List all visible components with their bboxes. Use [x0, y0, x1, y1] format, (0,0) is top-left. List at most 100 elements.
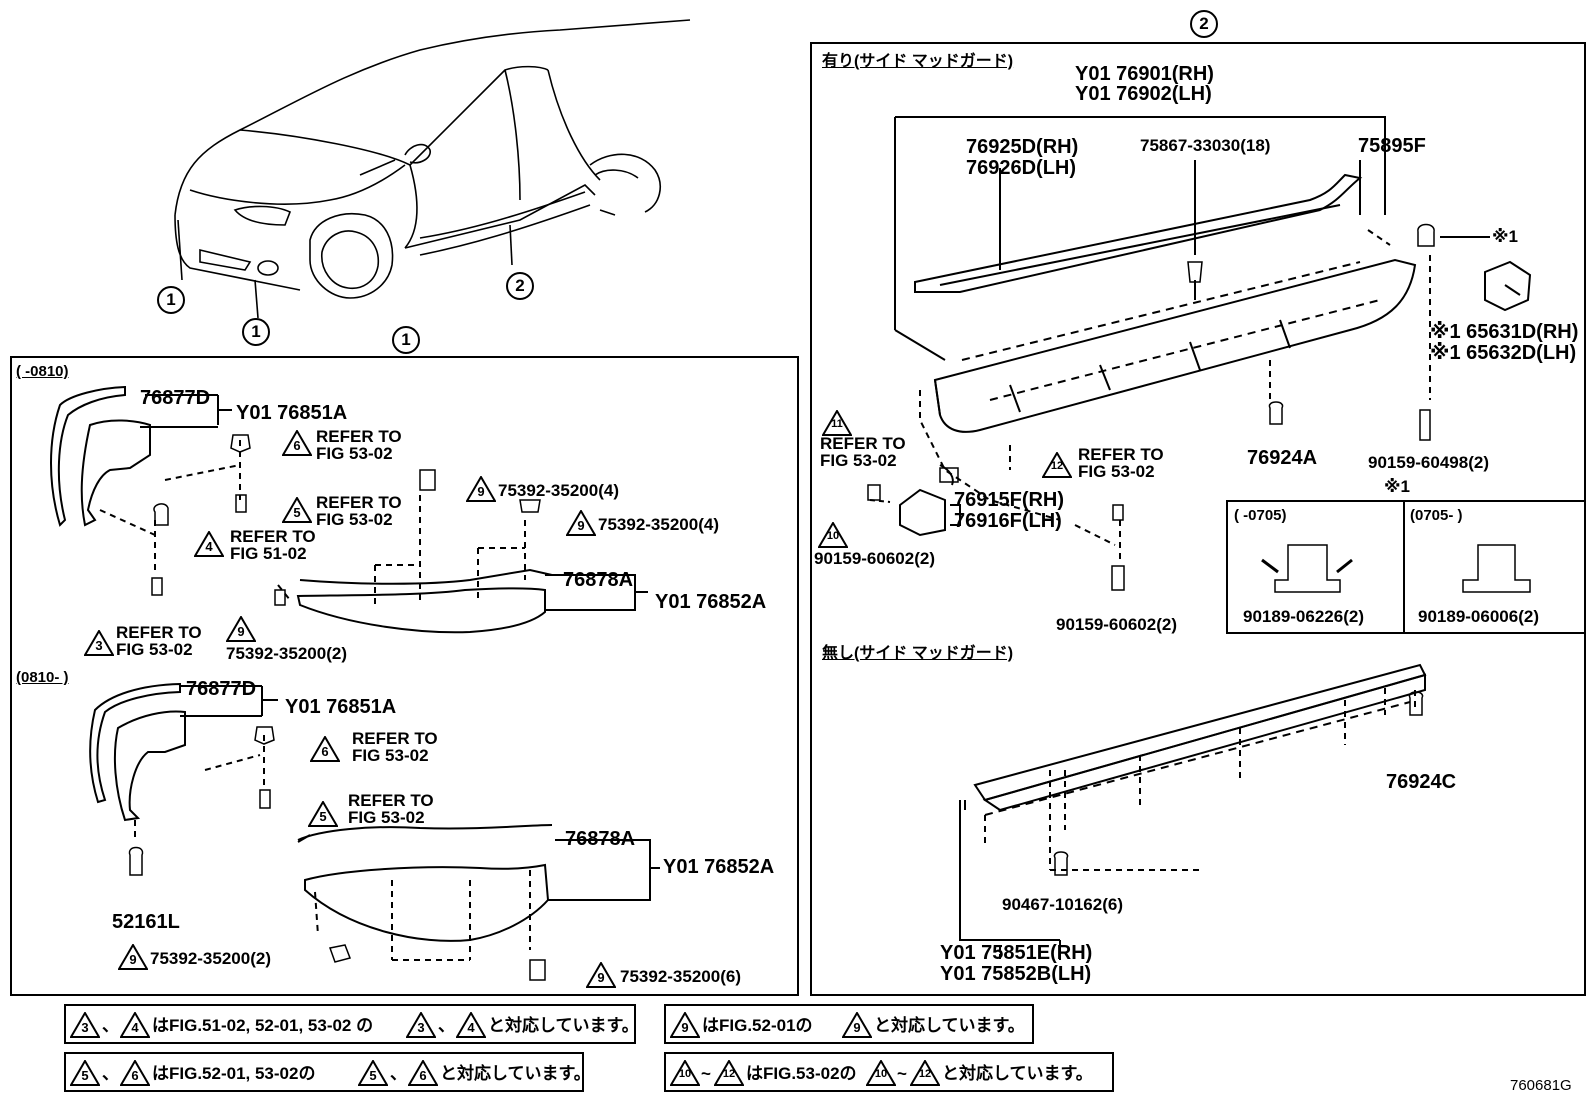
- note-4-text-a: はFIG.53-02の: [746, 1064, 857, 1083]
- note-box-right-part[interactable]: 90189-06006(2): [1418, 607, 1539, 626]
- note-4-sep2: ~: [897, 1064, 907, 1083]
- s1-bottom-part-52161L[interactable]: 52161L: [112, 911, 180, 933]
- s2-without-mudguard-header: 無し(サイド マッドガード): [822, 645, 1014, 662]
- s2-part-65632D[interactable]: ※1 65632D(LH): [1430, 342, 1577, 364]
- s1-top-part-Y01-76852A[interactable]: Y01 76852A: [655, 591, 767, 613]
- note-1: 3 、 4 はFIG.51-02, 52-01, 53-02 の 3 、 4 と…: [64, 1004, 639, 1044]
- note-box-divider: [1403, 500, 1405, 634]
- s2-ref11-text[interactable]: REFER TO FIG 53-02: [820, 434, 906, 470]
- note-1-tri-d: 4: [456, 1012, 486, 1038]
- s2-part-76925D[interactable]: 76925D(RH): [966, 136, 1079, 158]
- s1-top-clip-a-part[interactable]: 75392-35200(4): [498, 481, 619, 500]
- note-1-tri-a: 3: [70, 1012, 100, 1038]
- s1-top-ref6-text[interactable]: REFER TO FIG 53-02: [316, 427, 402, 463]
- s1-bottom-ref6-triangle: 6: [310, 736, 340, 762]
- note-box-right-date: (0705- ): [1410, 507, 1463, 524]
- note-1-tri-c: 3: [406, 1012, 436, 1038]
- note-1-tri-b: 4: [120, 1012, 150, 1038]
- s1-top-clip-b-part[interactable]: 75392-35200(4): [598, 515, 719, 534]
- s1-top-ref3-text[interactable]: REFER TO FIG 53-02: [116, 623, 202, 659]
- note-3-tri-d: 6: [408, 1060, 438, 1086]
- section1-bottom-linework: [89, 682, 660, 961]
- s2-ref10-part[interactable]: 90159-60602(2): [814, 549, 935, 568]
- s1-bottom-ref6-text[interactable]: REFER TO FIG 53-02: [352, 729, 438, 765]
- s2-part-90159-60498[interactable]: 90159-60498(2): [1368, 453, 1489, 472]
- s1-bottom-part-Y01-76851A[interactable]: Y01 76851A: [285, 696, 397, 718]
- s2-part-Y01-76902[interactable]: Y01 76902(LH): [1075, 83, 1212, 105]
- note-box-frame: [1226, 500, 1586, 634]
- car-overview-drawing: [174, 19, 691, 319]
- s1-bottom-date-range: (0810- ): [16, 669, 69, 686]
- s1-top-ref5-triangle: 5: [282, 497, 312, 523]
- callout-1-bottom[interactable]: 1: [242, 318, 270, 346]
- s1-bottom-clip-b-triangle: 9: [586, 962, 616, 988]
- s2-part-76926D[interactable]: 76926D(LH): [966, 157, 1077, 179]
- note-3-sep2: 、: [390, 1064, 407, 1083]
- s1-top-date-range: ( -0810): [16, 363, 69, 380]
- s2-part-Y01-75851E[interactable]: Y01 75851E(RH): [940, 942, 1093, 964]
- note-2: 9 はFIG.52-01の 9 と対応しています。: [664, 1004, 1034, 1044]
- note-2-tri-c: 9: [842, 1012, 872, 1038]
- note-4-sep: ~: [701, 1064, 711, 1083]
- callout-1-left[interactable]: 1: [157, 286, 185, 314]
- s2-with-mudguard-header: 有り(サイド マッドガード): [822, 53, 1014, 70]
- s2-part-76924A[interactable]: 76924A: [1247, 447, 1318, 469]
- note-box-left-date: ( -0705): [1234, 507, 1287, 524]
- s1-bottom-part-76878A[interactable]: 76878A: [565, 828, 636, 850]
- s2-part-76915F[interactable]: 76915F(RH): [954, 489, 1065, 511]
- note-box-title: ※1: [1384, 477, 1410, 496]
- s2-part-75867-33030[interactable]: 75867-33030(18): [1140, 136, 1271, 155]
- s1-top-part-Y01-76851A[interactable]: Y01 76851A: [236, 402, 348, 424]
- s1-top-clip-c-part[interactable]: 75392-35200(2): [226, 644, 347, 663]
- note-1-text-a: はFIG.51-02, 52-01, 53-02 の: [152, 1016, 374, 1035]
- s1-top-clip-a-triangle: 9: [466, 476, 496, 502]
- s1-bottom-ref5-triangle: 5: [308, 801, 338, 827]
- note-3-tri-a: 5: [70, 1060, 100, 1086]
- callout-1-section-title: 1: [392, 326, 420, 354]
- note-3-text-a: はFIG.52-01, 53-02の: [152, 1064, 316, 1083]
- section1-top-linework: [50, 385, 648, 634]
- s2-part-75895F[interactable]: 75895F: [1358, 135, 1426, 157]
- s2-part-76924C[interactable]: 76924C: [1386, 771, 1457, 793]
- s2-part-76916F[interactable]: 76916F(LH): [954, 510, 1062, 532]
- s2-part-90159-60602-b[interactable]: 90159-60602(2): [1056, 615, 1177, 634]
- note-4-tri-a: 10: [670, 1060, 700, 1086]
- note-2-tri-a: 9: [670, 1012, 700, 1038]
- s1-top-part-76877D[interactable]: 76877D: [140, 387, 211, 409]
- note-3: 5 、 6 はFIG.52-01, 53-02の 5 、 6 と対応しています。: [64, 1052, 591, 1092]
- s1-top-ref4-text[interactable]: REFER TO FIG 51-02: [230, 527, 316, 563]
- note-4-tri-c: 10: [866, 1060, 896, 1086]
- s1-bottom-ref5-text[interactable]: REFER TO FIG 53-02: [348, 791, 434, 827]
- note-box-left-part[interactable]: 90189-06226(2): [1243, 607, 1364, 626]
- callout-2-side[interactable]: 2: [506, 272, 534, 300]
- s1-top-ref5-text[interactable]: REFER TO FIG 53-02: [316, 493, 402, 529]
- note-1-text-b: と対応しています。: [488, 1016, 639, 1035]
- s1-bottom-part-76877D[interactable]: 76877D: [186, 678, 257, 700]
- note-2-text-a: はFIG.52-01の: [702, 1016, 813, 1035]
- s2-ref12-triangle: 12: [1042, 452, 1072, 478]
- s2-ref12-text[interactable]: REFER TO FIG 53-02: [1078, 445, 1164, 481]
- fastener-shapes: [128, 223, 1531, 981]
- note-4-tri-d: 12: [910, 1060, 940, 1086]
- section2-top-linework: [869, 116, 1532, 560]
- s2-part-65631D[interactable]: ※1 65631D(RH): [1430, 321, 1579, 343]
- callout-2-section-title: 2: [1190, 10, 1218, 38]
- s1-bottom-clip-b-part[interactable]: 75392-35200(6): [620, 967, 741, 986]
- s1-top-part-76878A[interactable]: 76878A: [563, 569, 634, 591]
- note-1-sep: 、: [102, 1016, 119, 1035]
- s1-top-clip-b-triangle: 9: [566, 510, 596, 536]
- note-4: 10 ~ 12 はFIG.53-02の 10 ~ 12 と対応しています。: [664, 1052, 1114, 1092]
- s2-part-90467-10162[interactable]: 90467-10162(6): [1002, 895, 1123, 914]
- s1-top-ref4-triangle: 4: [194, 531, 224, 557]
- s1-bottom-clip-a-part[interactable]: 75392-35200(2): [150, 949, 271, 968]
- s2-part-Y01-75852B[interactable]: Y01 75852B(LH): [940, 963, 1092, 985]
- section2-bottom-linework: [959, 663, 1427, 960]
- section1-frame: [10, 356, 799, 996]
- s2-ref10-triangle: 10: [818, 522, 848, 548]
- note-3-text-b: と対応しています。: [440, 1064, 591, 1083]
- note-1-sep2: 、: [438, 1016, 455, 1035]
- s1-bottom-part-Y01-76852A[interactable]: Y01 76852A: [663, 856, 775, 878]
- s2-part-Y01-76901[interactable]: Y01 76901(RH): [1075, 63, 1214, 85]
